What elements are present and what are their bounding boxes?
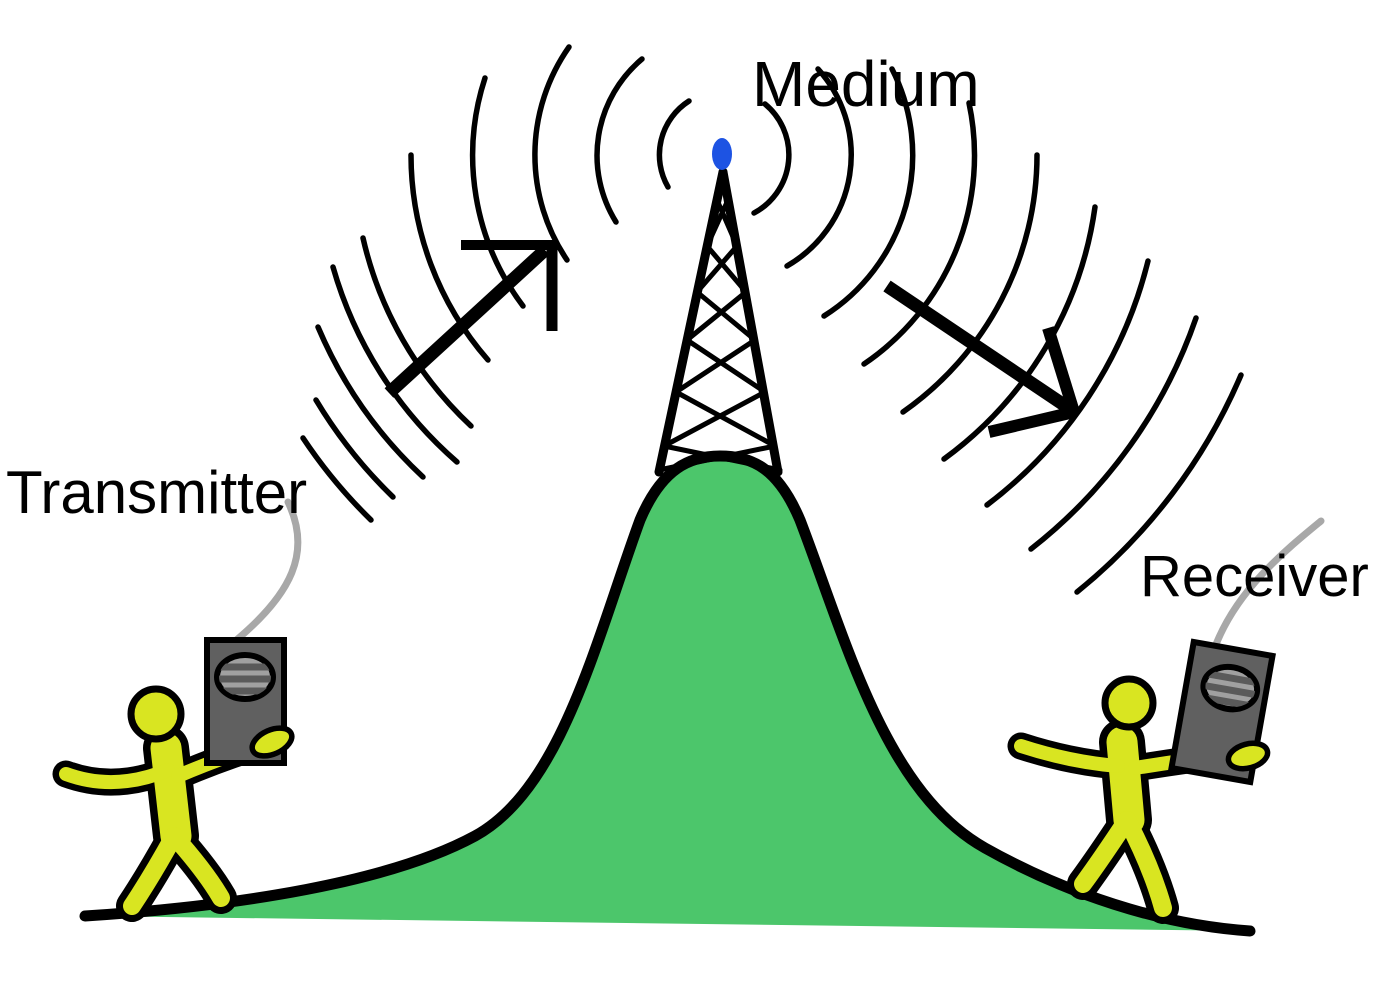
receiver-label: Receiver [1140,544,1369,609]
wave-arc [313,397,396,500]
receiver-person [1007,638,1276,924]
figure-head [127,685,185,743]
radio-tower [654,138,783,477]
tower-leg [654,167,728,477]
figure-head [1101,675,1157,731]
tower-brace [673,337,758,395]
figure-arm [1014,739,1125,773]
figure-torso [1106,726,1145,836]
signal-waves-left [300,44,692,523]
tower-brace [694,243,740,295]
arrow-shaft [384,245,550,398]
tower-brace [684,289,749,343]
wave-arc [1028,315,1199,552]
wave-arc [408,152,491,363]
signal-waves-right [751,66,1244,595]
arrow-head [1042,326,1080,414]
transmitter-person [52,637,295,922]
speaker-stripe [1202,681,1259,700]
downlink-arrow-icon [883,280,1080,438]
figure-leg [165,827,230,907]
tower-brace [694,289,758,343]
tower-brace [656,443,778,473]
wave-arc [656,98,692,190]
figure-hand [249,725,295,759]
wave-arc [532,44,572,263]
wave-arc [941,204,1098,462]
uplink-arrow-icon [384,240,558,398]
figure-body [52,685,280,922]
wave-arc [300,435,374,523]
transmitter-device [204,637,295,766]
wave-arc [330,264,460,465]
transmitter-leader-line [230,498,302,646]
wave-arc [751,101,792,216]
wave-arc [315,324,426,480]
wave-arc [900,152,1040,415]
receiver-leader-line [1211,517,1325,651]
tower-brace [684,337,768,395]
figure-body [1007,675,1254,924]
figure-hand [1225,740,1271,772]
figure-arm [59,763,175,790]
wave-arc [594,56,645,225]
tower-brace [673,389,778,449]
medium-label: Medium [752,48,980,120]
hill [85,456,1250,931]
arrow-shaft [883,280,1080,419]
tower-brace [661,389,768,449]
figure-torso [150,732,192,852]
wave-arc [784,66,854,269]
antenna-tip-icon [712,138,732,170]
wave-arc [861,100,978,367]
tower-leg [718,167,783,477]
wave-arc [360,235,474,429]
wave-arc [984,258,1151,508]
wave-arc [821,66,916,319]
arrow-head [987,406,1076,438]
wave-arc [1074,372,1244,595]
transmitter-label: Transmitter [6,459,307,526]
figure-leg [1118,811,1172,917]
